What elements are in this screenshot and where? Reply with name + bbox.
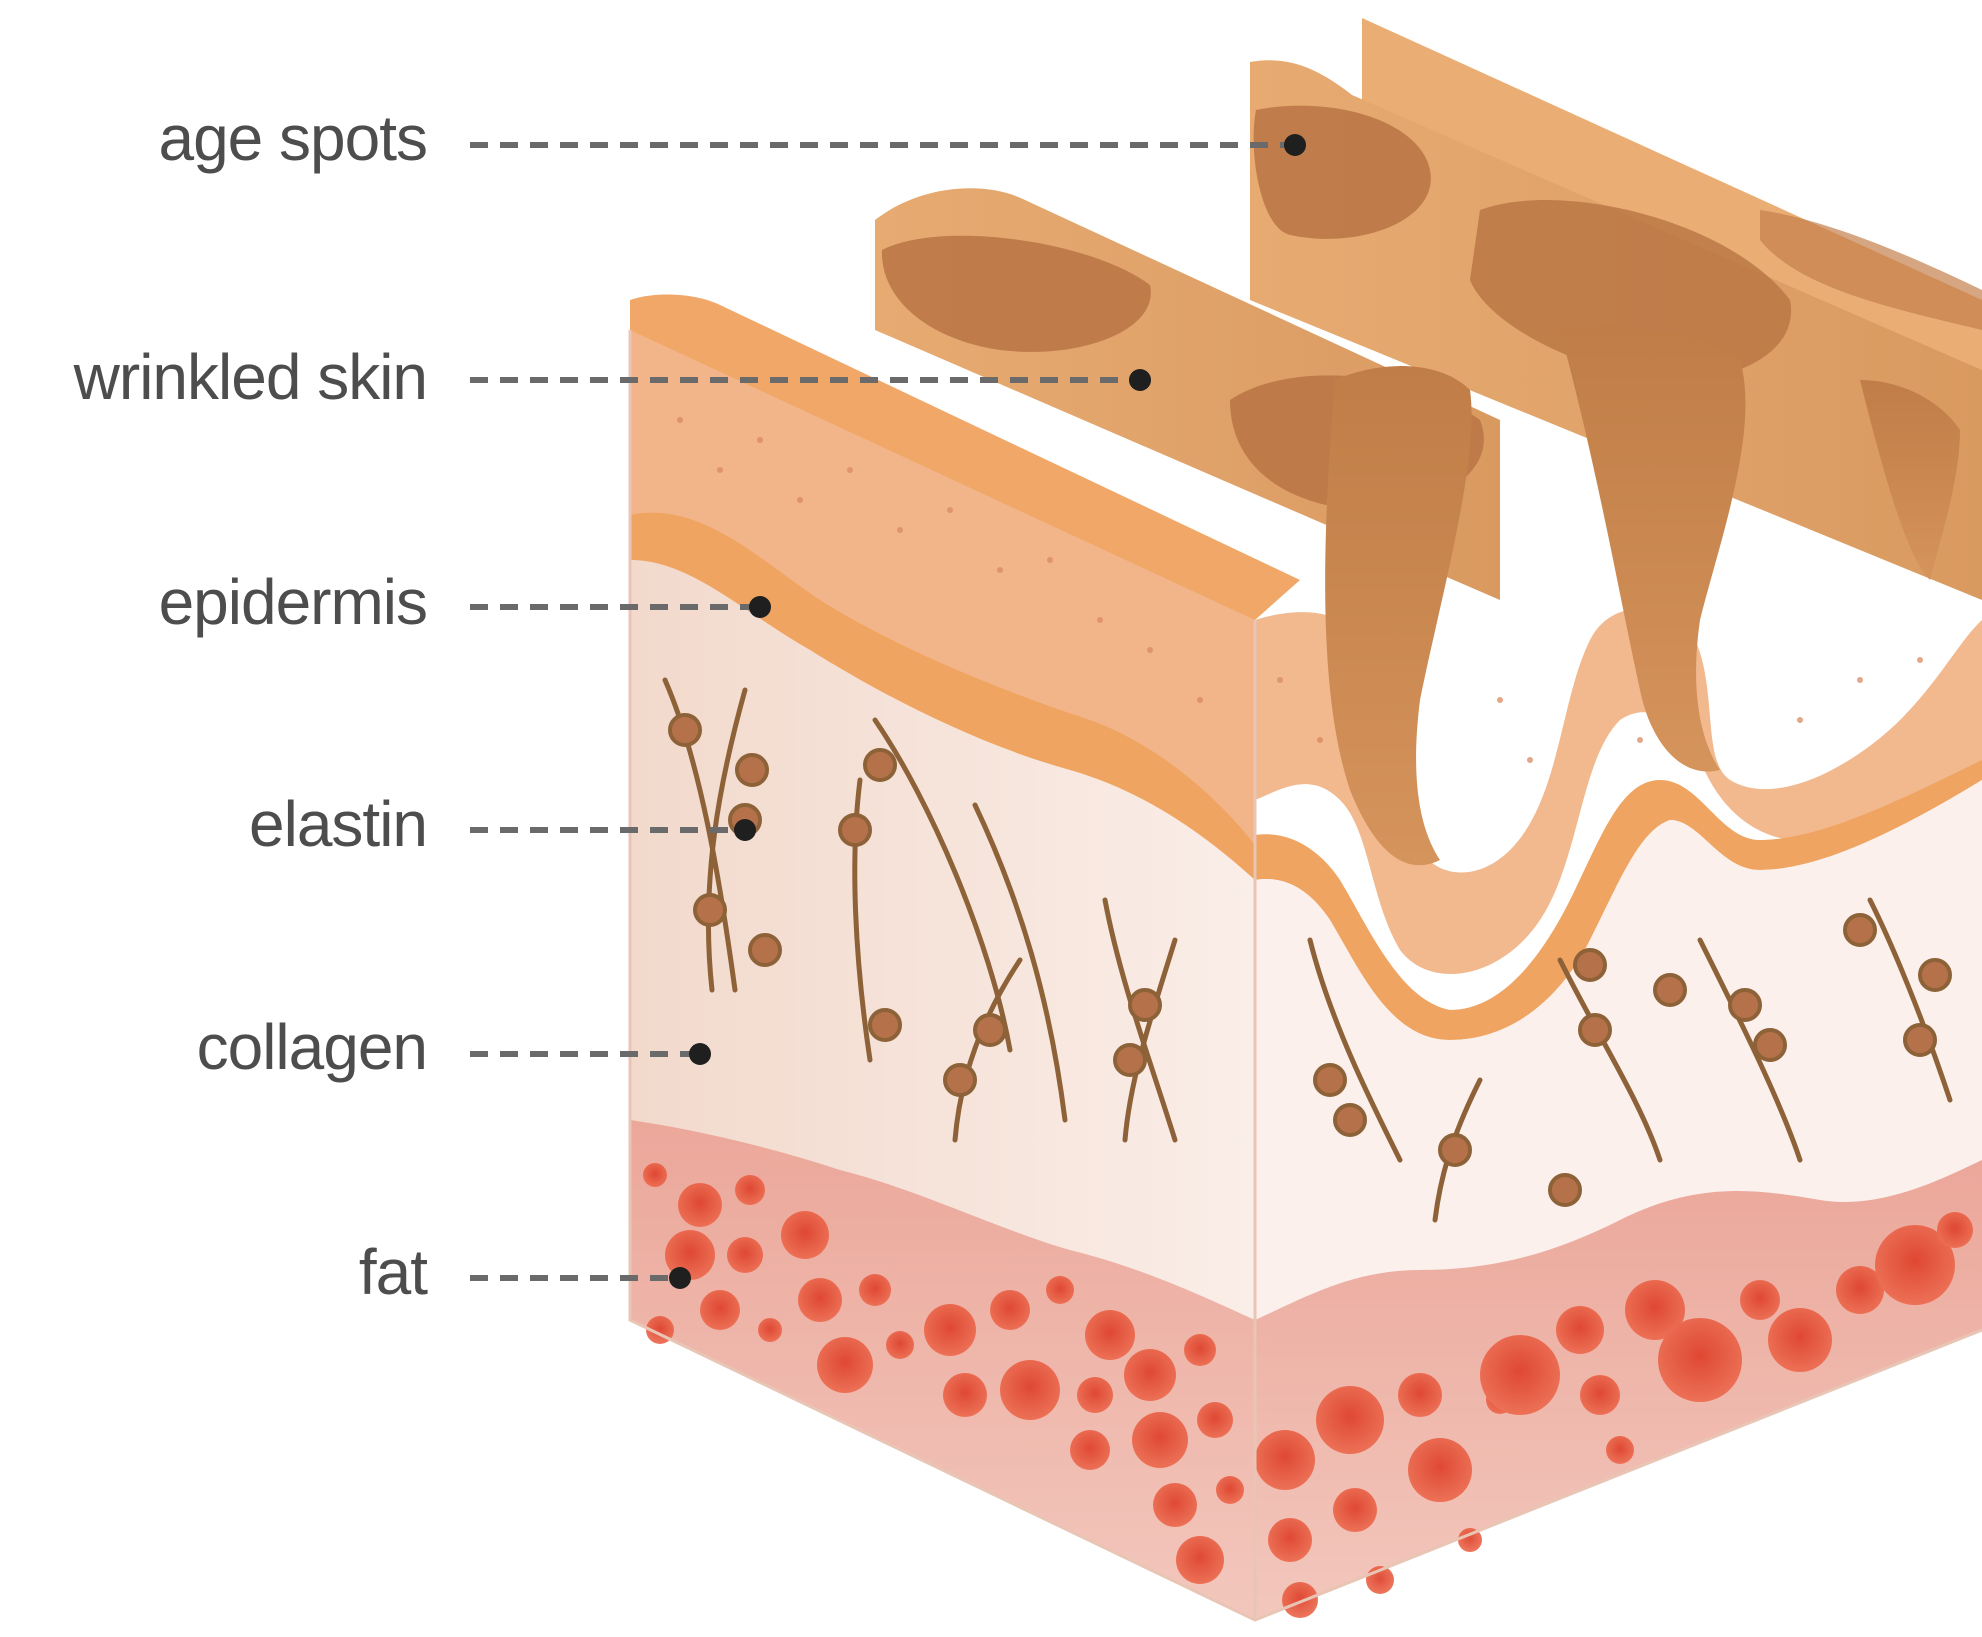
label-collagen: collagen	[197, 1015, 427, 1079]
label-wrinkled-skin: wrinkled skin	[74, 345, 427, 409]
leader-dot-elastin	[734, 819, 756, 841]
fat-cell	[1124, 1349, 1176, 1401]
fat-cell	[1282, 1582, 1318, 1618]
leader-dot-collagen	[689, 1043, 711, 1065]
fat-cell	[990, 1290, 1030, 1330]
label-age-spots: age spots	[158, 106, 427, 170]
leader-dot-epidermis	[749, 596, 771, 618]
fat-cell	[1255, 1430, 1315, 1490]
fat-cell	[1606, 1436, 1634, 1464]
fat-cell	[1000, 1360, 1060, 1420]
fat-cell	[1480, 1335, 1560, 1415]
fat-cell	[1184, 1334, 1216, 1366]
leader-dot-age-spots	[1284, 134, 1306, 156]
fat-cell	[727, 1237, 763, 1273]
label-elastin: elastin	[249, 792, 427, 856]
fat-cell	[735, 1175, 765, 1205]
fat-cell	[1132, 1412, 1188, 1468]
fat-cell	[1085, 1310, 1135, 1360]
fat-cell	[1070, 1430, 1110, 1470]
fat-cell	[1046, 1276, 1074, 1304]
leader-dot-wrinkled-skin	[1129, 369, 1151, 391]
fat-cell	[1658, 1318, 1742, 1402]
fat-cell	[1398, 1373, 1442, 1417]
fat-cell	[1153, 1483, 1197, 1527]
fat-cell	[781, 1211, 829, 1259]
fat-cell	[886, 1331, 914, 1359]
fat-cell	[678, 1183, 722, 1227]
fat-cell	[817, 1337, 873, 1393]
fat-cell	[1197, 1402, 1233, 1438]
fat-cell	[1408, 1438, 1472, 1502]
fat-cell	[1176, 1536, 1224, 1584]
label-fat: fat	[359, 1240, 427, 1304]
fat-cell	[643, 1163, 667, 1187]
fat-cell	[943, 1373, 987, 1417]
fat-cell	[700, 1290, 740, 1330]
fat-cell	[1768, 1308, 1832, 1372]
fat-cell	[1580, 1375, 1620, 1415]
fat-cell	[798, 1278, 842, 1322]
fat-cell	[1268, 1518, 1312, 1562]
fat-cell	[1937, 1212, 1973, 1248]
fat-cell	[1556, 1306, 1604, 1354]
fat-cell	[859, 1274, 891, 1306]
fat-cell	[1316, 1386, 1384, 1454]
fat-cell	[1216, 1476, 1244, 1504]
fat-cell	[1740, 1280, 1780, 1320]
fat-cell	[924, 1304, 976, 1356]
fat-cell	[758, 1318, 782, 1342]
leader-dot-fat	[669, 1267, 691, 1289]
fat-cell	[1333, 1488, 1377, 1532]
label-epidermis: epidermis	[159, 570, 427, 634]
fat-cell	[1077, 1377, 1113, 1413]
